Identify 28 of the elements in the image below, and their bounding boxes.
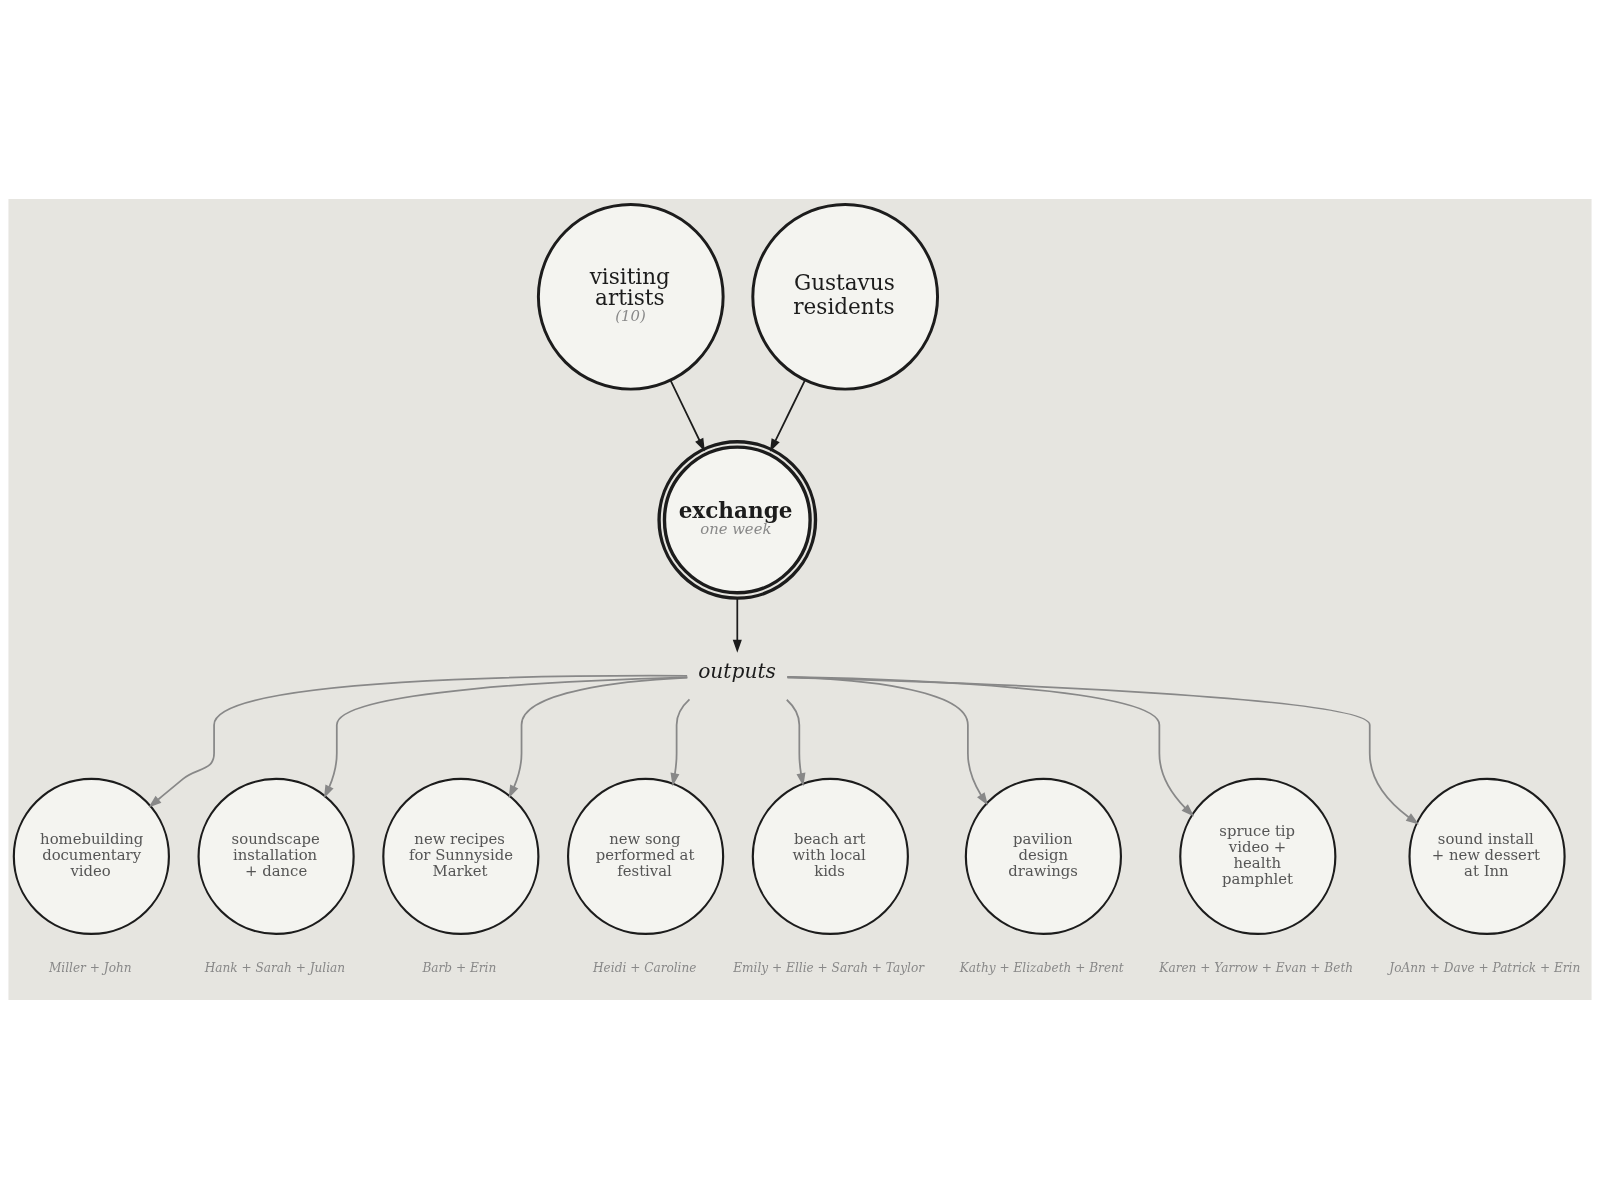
node-circle: new recipes for Sunnyside Market	[382, 777, 540, 935]
node-label: Heidi + Caroline	[593, 960, 697, 975]
node-text: outputs	[698, 658, 776, 683]
arrow	[148, 674, 688, 808]
node-label: Karen + Yarrow + Evan + Beth	[1159, 960, 1354, 975]
arrow	[786, 676, 1419, 824]
node-circle: sound install + new dessert at Inn	[1408, 777, 1566, 935]
node-circle: homebuilding documentary video	[12, 777, 170, 935]
node-circle: beach art with local kids	[751, 777, 909, 935]
arrow	[785, 698, 806, 786]
arrow	[732, 597, 742, 653]
node-circle: new song performed at festival	[566, 777, 725, 935]
node-circle: Gustavus residents	[751, 202, 940, 391]
node-label: Miller + John	[48, 960, 132, 975]
node-circle: visiting artists (10)	[536, 202, 725, 391]
node-label: Emily + Ellie + Sarah + Taylor	[733, 960, 925, 975]
arrow	[508, 676, 689, 798]
arrow	[323, 675, 689, 798]
node-label: Kathy + Elizabeth + Brent	[959, 960, 1124, 975]
node-label: Barb + Erin	[422, 960, 497, 975]
arrow	[769, 378, 806, 452]
node-circle: soundscape installation + dance	[197, 777, 355, 935]
node-label: JoAnn + Dave + Patrick + Erin	[1389, 960, 1581, 975]
arrow	[669, 378, 705, 451]
node-label: Hank + Sarah + Julian	[204, 960, 346, 975]
arrow	[670, 698, 691, 786]
arrow	[786, 675, 1195, 816]
node-circle: pavilion design drawings	[964, 777, 1122, 935]
